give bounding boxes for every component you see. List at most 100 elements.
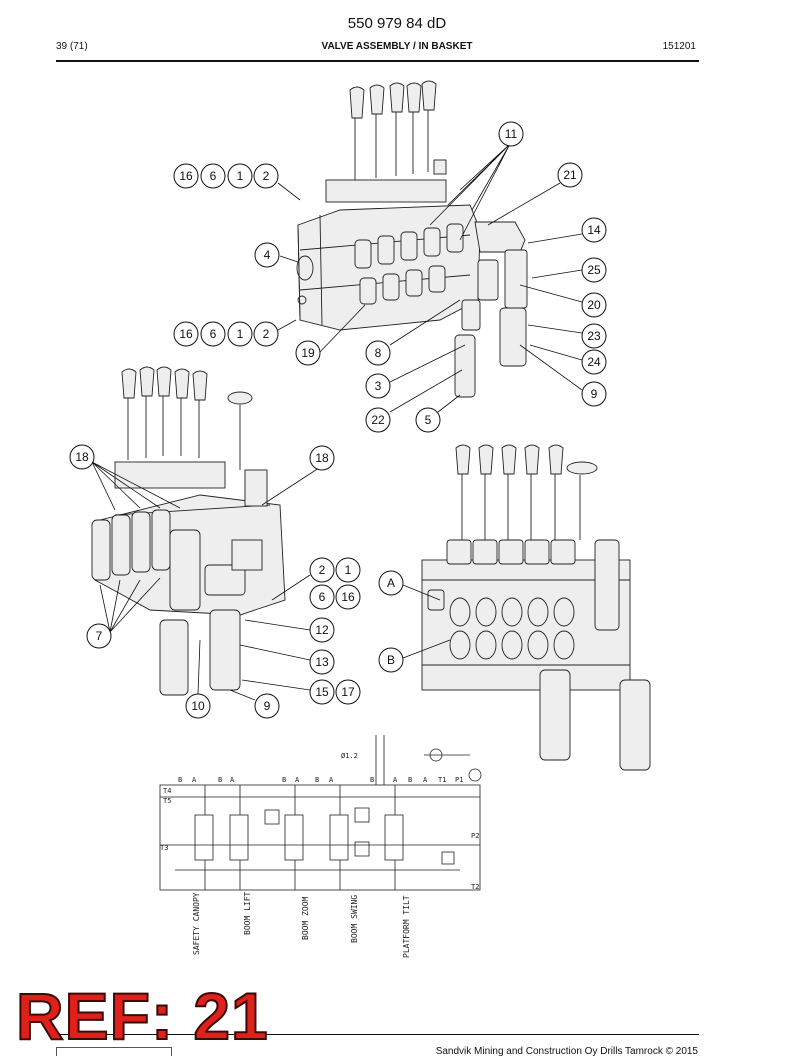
document-number: 550 979 84 dD [347, 15, 447, 32]
svg-text:17: 17 [341, 685, 355, 699]
port-label: T5 [163, 797, 171, 805]
callout-bubble: 3 [365, 373, 391, 399]
svg-text:A: A [387, 576, 395, 590]
svg-text:18: 18 [75, 450, 89, 464]
callout-bubble: B [378, 647, 404, 673]
svg-text:9: 9 [591, 387, 598, 401]
svg-text:15: 15 [315, 685, 329, 699]
port-label: B [178, 776, 182, 784]
header-rule [56, 60, 699, 62]
svg-text:14: 14 [587, 223, 601, 237]
callout-bubble: 12 [309, 617, 335, 643]
port-label: B [218, 776, 222, 784]
callout-bubble: 9 [254, 693, 280, 719]
port-label: B [370, 776, 374, 784]
leader-lines [91, 143, 583, 701]
callout-bubble: 16 [173, 321, 199, 347]
callout-bubble: 8 [365, 340, 391, 366]
section-label: SAFETY CANOPY [192, 892, 201, 955]
callout-bubble: 1 [335, 557, 361, 583]
section-label: BOOM SWING [350, 895, 359, 943]
port-label: A [192, 776, 197, 784]
dimension-label: Ø1.2 [341, 752, 358, 760]
svg-text:6: 6 [319, 590, 326, 604]
callout-bubble: 22 [365, 407, 391, 433]
company-logo [56, 1047, 172, 1056]
top-valve-assembly [296, 80, 528, 398]
svg-text:B: B [387, 653, 395, 667]
svg-text:20: 20 [587, 298, 601, 312]
callout-bubble: 16 [173, 163, 199, 189]
svg-text:16: 16 [341, 590, 355, 604]
callout-bubble: 23 [581, 323, 607, 349]
svg-text:13: 13 [315, 655, 329, 669]
callout-bubble: 11 [498, 121, 524, 147]
hydraulic-schematic: Ø1.2 B A B A B A B A B A B A T1 P1 T4 T5… [159, 735, 482, 958]
port-label: A [423, 776, 428, 784]
svg-text:1: 1 [237, 327, 244, 341]
callouts-top: 16 6 1 2 4 16 6 1 2 19 8 3 22 5 11 21 14… [173, 121, 607, 433]
ref-overlay: REF: 21 [15, 979, 269, 1053]
svg-text:3: 3 [375, 379, 382, 393]
callout-bubble: 19 [295, 340, 321, 366]
svg-text:21: 21 [563, 168, 577, 182]
svg-text:10: 10 [191, 699, 205, 713]
section-label: PLATFORM TILT [402, 895, 411, 958]
svg-text:1: 1 [237, 169, 244, 183]
callout-bubble: 10 [185, 693, 211, 719]
section-label: BOOM LIFT [243, 891, 252, 935]
svg-text:18: 18 [315, 451, 329, 465]
svg-text:8: 8 [375, 346, 382, 360]
svg-text:6: 6 [210, 327, 217, 341]
callouts-left: 18 18 7 2 1 6 16 12 13 15 17 10 9 [69, 444, 361, 719]
svg-text:12: 12 [315, 623, 329, 637]
callout-bubble: A [378, 570, 404, 596]
footer-copyright: Sandvik Mining and Construction Oy Drill… [435, 1046, 698, 1057]
date-code: 151201 [662, 41, 696, 52]
svg-text:6: 6 [210, 169, 217, 183]
page-number: 39 (71) [56, 41, 88, 52]
port-label: T1 [438, 776, 446, 784]
svg-text:22: 22 [371, 413, 385, 427]
left-valve-assembly [91, 366, 286, 696]
svg-text:16: 16 [179, 169, 193, 183]
callout-bubble: 15 [309, 679, 335, 705]
callout-bubble: 14 [581, 217, 607, 243]
callout-bubble: 16 [335, 584, 361, 610]
callout-bubble: 4 [254, 242, 280, 268]
callout-bubble: 13 [309, 649, 335, 675]
svg-text:2: 2 [319, 563, 326, 577]
callout-bubble: 5 [415, 407, 441, 433]
section-label: BOOM ZOOM [301, 896, 310, 940]
svg-text:2: 2 [263, 169, 270, 183]
callout-bubble: 2 [309, 557, 335, 583]
callout-bubble: 21 [557, 162, 583, 188]
callout-bubble: 7 [86, 623, 112, 649]
svg-text:23: 23 [587, 329, 601, 343]
callouts-right: A B [378, 570, 404, 673]
port-label: T3 [160, 844, 168, 852]
callout-bubble: 1 [227, 163, 253, 189]
port-label: A [393, 776, 398, 784]
port-label: A [329, 776, 334, 784]
port-label: P1 [455, 776, 463, 784]
callout-bubble: 24 [581, 349, 607, 375]
svg-text:11: 11 [505, 127, 518, 141]
svg-text:7: 7 [96, 629, 103, 643]
svg-text:5: 5 [425, 413, 432, 427]
svg-text:16: 16 [179, 327, 193, 341]
svg-text:25: 25 [587, 263, 601, 277]
page-title: VALVE ASSEMBLY / IN BASKET [321, 41, 473, 52]
port-label: B [408, 776, 412, 784]
port-label: T4 [163, 787, 171, 795]
callout-bubble: 6 [309, 584, 335, 610]
svg-text:9: 9 [264, 699, 271, 713]
callout-bubble: 9 [581, 381, 607, 407]
callout-bubble: 6 [200, 321, 226, 347]
callout-bubble: 1 [227, 321, 253, 347]
port-label: B [315, 776, 319, 784]
callout-bubble: 6 [200, 163, 226, 189]
callout-bubble: 2 [253, 321, 279, 347]
footer-rule [56, 1034, 699, 1035]
